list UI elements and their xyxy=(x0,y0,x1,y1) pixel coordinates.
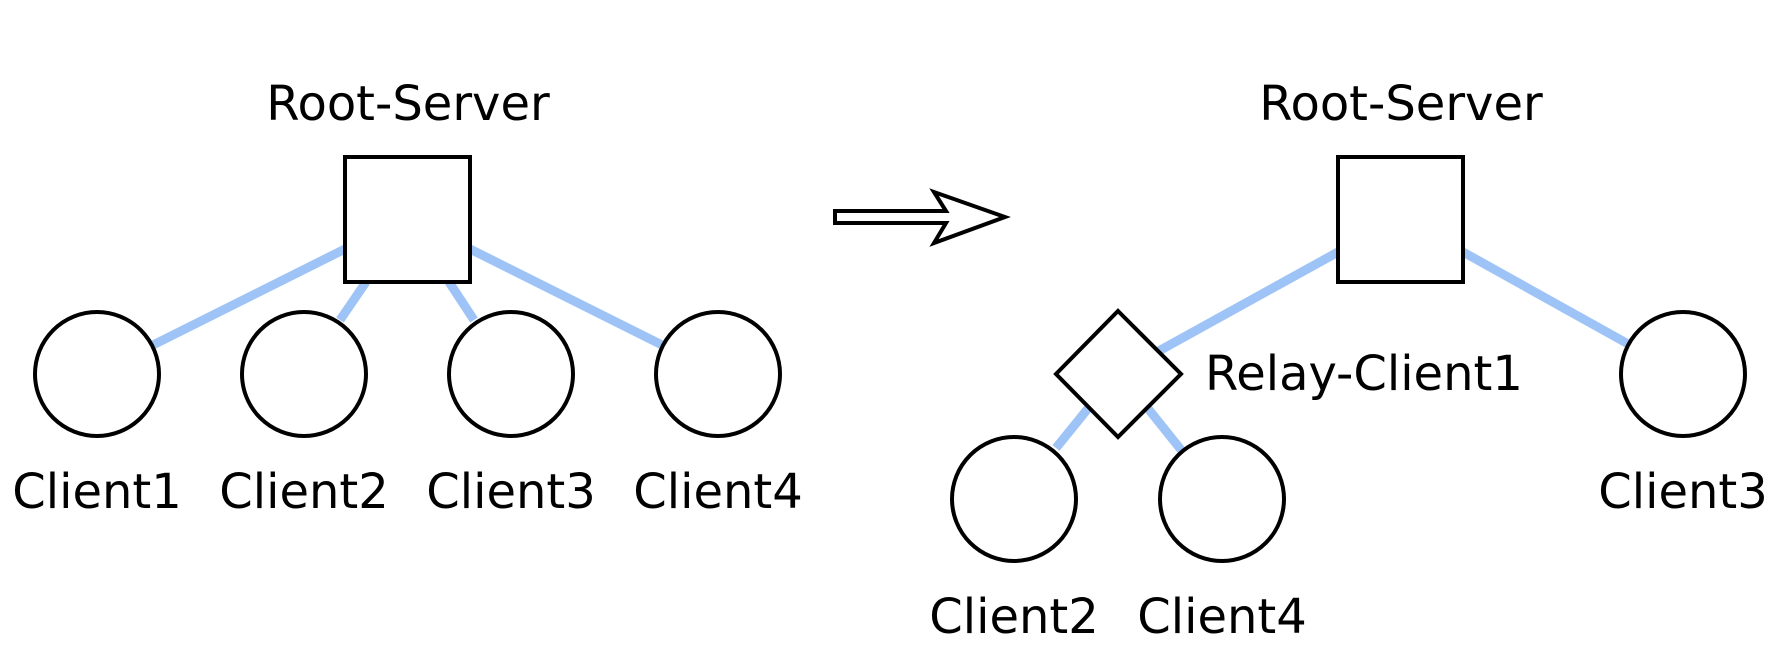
root-server-node xyxy=(1336,155,1465,284)
edge-root-client2 xyxy=(336,279,370,323)
client2-label: Client2 xyxy=(929,589,1099,645)
client4-node xyxy=(1158,435,1286,563)
relay-client-node xyxy=(1053,308,1184,440)
client1-node xyxy=(33,310,161,438)
after-edges xyxy=(1052,248,1633,454)
client2-node xyxy=(950,435,1078,563)
edge-root-client3 xyxy=(445,279,478,323)
root-server-label: Root-Server xyxy=(1259,76,1543,132)
after-topology: Root-Server Relay-Client1 Client2 Client… xyxy=(929,76,1768,645)
edge-relay-client4 xyxy=(1142,403,1186,454)
edge-root-client3 xyxy=(1460,248,1633,349)
client4-node xyxy=(654,310,782,438)
root-server-label: Root-Server xyxy=(266,76,550,132)
edge-root-client1 xyxy=(150,244,348,350)
edge-root-client4 xyxy=(467,244,665,350)
client3-node xyxy=(447,310,575,438)
client4-label: Client4 xyxy=(1137,589,1307,645)
relay-client-label: Relay-Client1 xyxy=(1205,346,1523,402)
client4-label: Client4 xyxy=(633,464,803,520)
client2-node xyxy=(240,310,368,438)
client3-label: Client3 xyxy=(1598,464,1768,520)
client1-label: Client1 xyxy=(12,464,182,520)
before-edges xyxy=(150,244,665,350)
edge-root-relay xyxy=(1154,248,1341,356)
client3-label: Client3 xyxy=(426,464,596,520)
client2-label: Client2 xyxy=(219,464,389,520)
before-topology: Root-Server Client1 Client2 Client3 Clie… xyxy=(12,76,803,520)
edge-relay-client2 xyxy=(1052,403,1094,451)
right-arrow-icon xyxy=(833,188,1011,247)
root-server-node xyxy=(343,155,472,284)
client3-node xyxy=(1619,310,1747,438)
